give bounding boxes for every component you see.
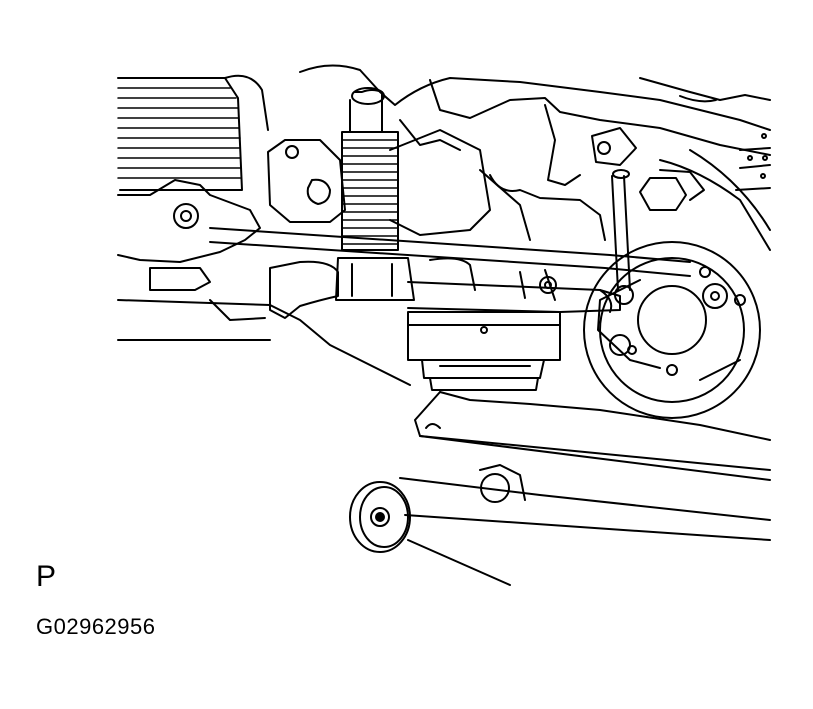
shock-absorber [336,88,414,300]
stabilizer-link [612,170,633,304]
bump-stop [480,105,704,240]
axle-beam [118,180,410,385]
jack-saddle [408,312,560,390]
center-housing [390,120,556,293]
shock-upper-mount [268,140,345,222]
floor-jack [350,392,770,585]
stabilizer-bar [210,228,690,318]
view-label: P [36,560,57,593]
body-frame [300,65,770,250]
coil-spring [118,76,268,190]
figure-code: G02962956 [36,614,156,639]
brake-drum [584,242,760,418]
